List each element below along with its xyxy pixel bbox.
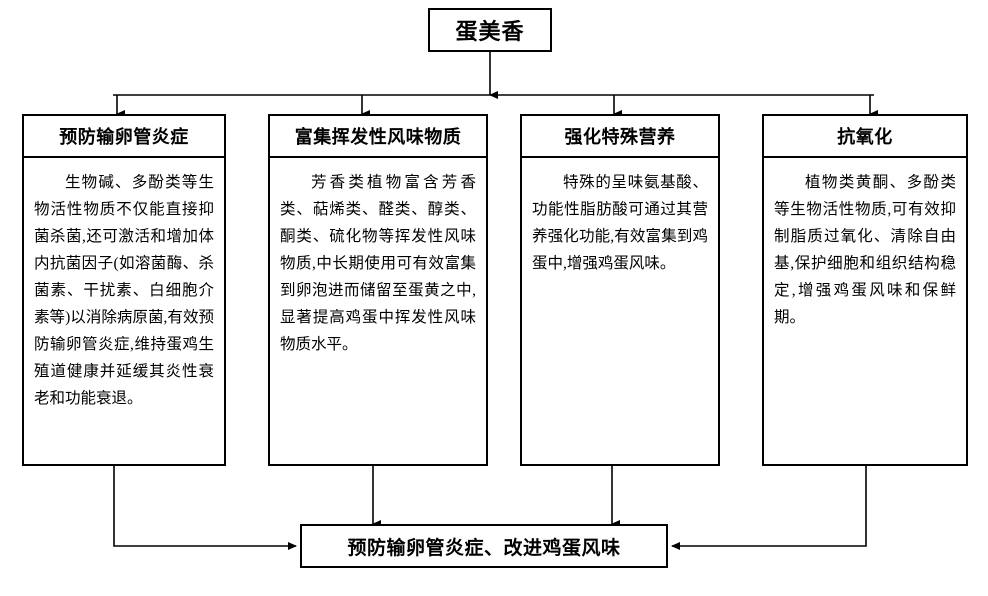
- result-box: 预防输卵管炎症、改进鸡蛋风味: [300, 524, 668, 568]
- result-box-label: 预防输卵管炎症、改进鸡蛋风味: [347, 537, 621, 559]
- branch-4-header-label: 抗氧化: [837, 127, 893, 147]
- branch-1-header: 预防输卵管炎症: [22, 114, 226, 158]
- branch-card-2: 富集挥发性风味物质 芳香类植物富含芳香类、萜烯类、醛类、醇类、酮类、硫化物等挥发…: [268, 114, 488, 466]
- connector-branch-1-to-result: [113, 466, 297, 550]
- branch-1-header-label: 预防输卵管炎症: [59, 127, 189, 147]
- branch-2-body-text: 芳香类植物富含芳香类、萜烯类、醛类、醇类、酮类、硫化物等挥发性风味物质,中长期使…: [280, 174, 476, 353]
- branch-card-4: 抗氧化 植物类黄酮、多酚类等生物活性物质,可有效抑制脂质过氧化、清除自由基,保护…: [762, 114, 968, 466]
- title-box: 蛋美香: [428, 8, 552, 52]
- connector-branch-4-to-result: [671, 466, 867, 550]
- branch-4-header: 抗氧化: [762, 114, 968, 158]
- branch-3-body-text: 特殊的呈味氨基酸、功能性脂肪酸可通过其营养强化功能,有效富集到鸡蛋中,增强鸡蛋风…: [532, 174, 708, 272]
- branch-4-body: 植物类黄酮、多酚类等生物活性物质,可有效抑制脂质过氧化、清除自由基,保护细胞和组…: [762, 158, 968, 466]
- branch-3-header: 强化特殊营养: [520, 114, 720, 158]
- branch-2-body: 芳香类植物富含芳香类、萜烯类、醛类、醇类、酮类、硫化物等挥发性风味物质,中长期使…: [268, 158, 488, 466]
- branch-1-body-text: 生物碱、多酚类等生物活性物质不仅能直接抑菌杀菌,还可激活和增加体内抗菌因子(如溶…: [34, 174, 214, 407]
- branch-4-body-text: 植物类黄酮、多酚类等生物活性物质,可有效抑制脂质过氧化、清除自由基,保护细胞和组…: [774, 174, 956, 326]
- branch-2-header-label: 富集挥发性风味物质: [294, 127, 462, 147]
- branch-card-3: 强化特殊营养 特殊的呈味氨基酸、功能性脂肪酸可通过其营养强化功能,有效富集到鸡蛋…: [520, 114, 720, 466]
- branch-2-header: 富集挥发性风味物质: [268, 114, 488, 158]
- branch-card-1: 预防输卵管炎症 生物碱、多酚类等生物活性物质不仅能直接抑菌杀菌,还可激活和增加体…: [22, 114, 226, 466]
- branch-1-body: 生物碱、多酚类等生物活性物质不仅能直接抑菌杀菌,还可激活和增加体内抗菌因子(如溶…: [22, 158, 226, 466]
- title-box-label: 蛋美香: [455, 19, 525, 44]
- branch-3-body: 特殊的呈味氨基酸、功能性脂肪酸可通过其营养强化功能,有效富集到鸡蛋中,增强鸡蛋风…: [520, 158, 720, 466]
- branch-3-header-label: 强化特殊营养: [564, 127, 676, 147]
